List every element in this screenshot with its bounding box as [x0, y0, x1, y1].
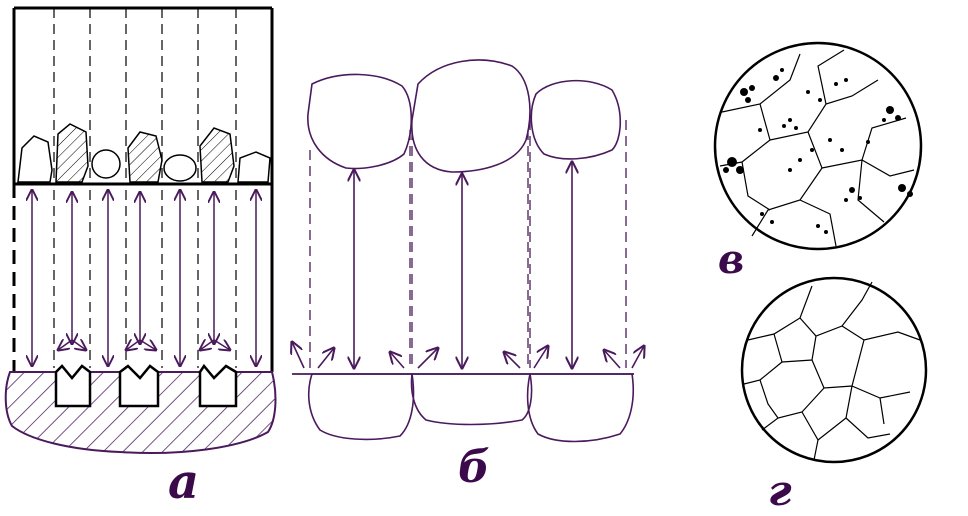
particle-2: [55, 123, 89, 183]
panel-v-speckles: [723, 68, 913, 234]
panel-a-upper-dashed-lines: [53, 8, 237, 184]
label-panel-a: а: [168, 454, 200, 510]
panel-a: [4, 6, 277, 455]
panel-v: [713, 41, 923, 251]
grain-top-3: [530, 79, 622, 160]
grain-bottom-3: [526, 373, 635, 443]
panel-a-particles: [17, 123, 271, 183]
grain-bottom-1: [307, 373, 415, 441]
panel-a-frame: [12, 6, 274, 372]
particle-5: [163, 154, 197, 182]
panel-a-rays: [32, 190, 256, 366]
panel-g: [740, 276, 928, 464]
particle-1: [17, 135, 53, 183]
particle-6: [199, 127, 235, 183]
label-panel-g: г: [768, 466, 792, 515]
particle-7: [237, 151, 271, 183]
panel-b-dashed-lines: [309, 120, 627, 368]
panel-b-scatter-arrows: [292, 342, 644, 369]
particle-4: [127, 131, 163, 183]
label-panel-b: б: [458, 442, 490, 493]
panel-g-circle: [740, 276, 928, 464]
panel-v-circle: [713, 41, 923, 251]
label-panel-v: в: [718, 236, 745, 283]
grain-top-1: [307, 73, 413, 170]
grain-top-2: [411, 59, 531, 173]
panel-g-grain-boundaries: [743, 281, 921, 461]
grain-bottom-2: [410, 373, 533, 426]
panel-b: [292, 59, 644, 443]
panel-a-grooves: [54, 363, 238, 408]
panel-a-lower-dashed-lines: [53, 190, 237, 368]
particle-3: [91, 149, 121, 179]
